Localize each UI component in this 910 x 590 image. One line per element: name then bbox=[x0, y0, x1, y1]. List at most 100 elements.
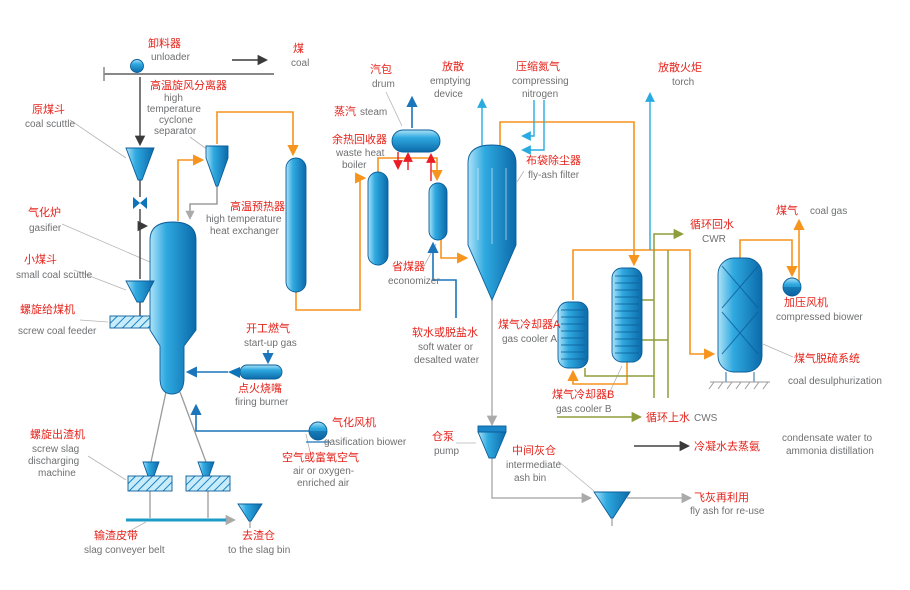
label-emptying-device-zh: 放散 bbox=[442, 59, 464, 73]
label-condensate-en-1: ammonia distillation bbox=[786, 446, 874, 457]
label-to-slag-bin-zh: 去渣仓 bbox=[242, 528, 275, 542]
label-fly-ash-filter-zh: 布袋除尘器 bbox=[526, 153, 581, 167]
labels: 卸料器 unloader 煤 coal 高温旋风分离器 high tempera… bbox=[16, 36, 882, 556]
label-air-en-1: enriched air bbox=[297, 478, 350, 489]
label-cws-en: CWS bbox=[694, 413, 718, 424]
water-air-pipes bbox=[185, 95, 457, 443]
coal-lines bbox=[103, 54, 274, 316]
cooling-water-pipes bbox=[557, 228, 685, 423]
label-unloader-en: unloader bbox=[151, 52, 191, 63]
label-torch-en: torch bbox=[672, 77, 694, 88]
firing-burner-device bbox=[228, 364, 283, 380]
label-coal-scuttle-en: coal scuttle bbox=[25, 119, 75, 130]
label-screw-slag-zh: 螺旋出渣机 bbox=[30, 427, 85, 441]
coal-valve bbox=[133, 197, 147, 209]
nitrogen-vent-pipes bbox=[477, 92, 655, 250]
ash-slag-lines bbox=[149, 300, 693, 528]
unloader-device bbox=[130, 59, 144, 73]
coal-scuttle-hopper bbox=[125, 147, 155, 181]
ht-heat-exchanger-vessel bbox=[285, 157, 307, 293]
label-waste-heat-boiler-en-0: waste heat bbox=[335, 148, 385, 159]
label-economizer-zh: 省煤器 bbox=[392, 260, 425, 273]
label-coal-zh: 煤 bbox=[293, 42, 304, 55]
label-gasifier-zh: 气化炉 bbox=[28, 205, 61, 219]
label-fly-ash-filter-en: fly-ash filter bbox=[528, 170, 580, 181]
label-small-coal-scuttle-en: small coal scuttle bbox=[16, 270, 93, 281]
label-cyclone-zh: 高温旋风分离器 bbox=[150, 78, 227, 92]
label-ht-heat-exchanger-en-0: high temperature bbox=[206, 214, 282, 225]
label-intermediate-ash-bin-zh: 中间灰仓 bbox=[512, 443, 556, 457]
label-steam-zh: 蒸汽 bbox=[334, 104, 356, 118]
label-steam-en: steam bbox=[360, 107, 387, 118]
label-cwr-zh: 循环回水 bbox=[690, 218, 734, 231]
label-coal-gas-en: coal gas bbox=[810, 206, 847, 217]
label-screw-slag-en-0: screw slag bbox=[32, 444, 79, 455]
bin-pump-vessel bbox=[477, 425, 507, 459]
label-coal-desulphurization-en: coal desulphurization bbox=[788, 376, 882, 387]
label-screw-coal-feeder-zh: 螺旋给煤机 bbox=[20, 302, 75, 316]
label-gas-cooler-b-zh: 煤气冷却器B bbox=[552, 387, 614, 401]
slag-bin-hopper bbox=[237, 503, 263, 522]
gas-cooler-a-vessel bbox=[557, 301, 589, 369]
steam-drum-vessel bbox=[391, 129, 441, 153]
label-soft-water-zh: 软水或脱盐水 bbox=[412, 325, 478, 339]
label-emptying-device-en-0: emptying bbox=[430, 76, 471, 87]
label-coal-desulphurization-zh: 煤气脱硫系统 bbox=[794, 351, 860, 365]
economizer-vessel bbox=[428, 182, 448, 241]
label-gasification-blower-en: gasification biower bbox=[324, 437, 407, 448]
label-screw-slag-en-1: discharging bbox=[28, 456, 79, 467]
label-cws-zh: 循环上水 bbox=[646, 411, 690, 424]
label-slag-conveyer-en: slag conveyer belt bbox=[84, 545, 165, 556]
label-air-en-0: air or oxygen- bbox=[293, 466, 354, 477]
label-gas-cooler-a-zh: 煤气冷却器A bbox=[498, 317, 561, 331]
label-waste-heat-boiler-en-1: boiler bbox=[342, 160, 367, 171]
label-coal-scuttle-zh: 原煤斗 bbox=[32, 103, 65, 116]
steam-circulation-pipes bbox=[393, 152, 436, 181]
label-small-coal-scuttle-zh: 小煤斗 bbox=[24, 253, 57, 266]
label-startup-gas-zh: 开工燃气 bbox=[246, 321, 290, 335]
label-unloader-zh: 卸料器 bbox=[148, 36, 181, 50]
label-cwr-en: CWR bbox=[702, 234, 726, 245]
label-drum-en: drum bbox=[372, 79, 395, 90]
label-slag-conveyer-zh: 输渣皮带 bbox=[94, 528, 138, 542]
label-intermediate-ash-bin-en-0: intermediate bbox=[506, 460, 561, 471]
label-soft-water-en-0: soft water or bbox=[418, 342, 474, 353]
label-to-slag-bin-en: to the slag bin bbox=[228, 545, 290, 556]
small-coal-scuttle-hopper bbox=[125, 280, 155, 303]
waste-heat-boiler-vessel bbox=[367, 171, 389, 266]
label-torch-zh: 放散火炬 bbox=[658, 60, 702, 74]
label-compressed-blower-en: compressed biower bbox=[776, 312, 863, 323]
label-soft-water-en-1: desalted water bbox=[414, 355, 480, 366]
label-screw-slag-en-2: machine bbox=[38, 468, 76, 479]
label-gasifier-en: gasifier bbox=[29, 223, 62, 234]
screw-slag-machines bbox=[127, 461, 231, 492]
label-pump-zh: 仓泵 bbox=[432, 429, 454, 443]
gasifier-vessel bbox=[149, 221, 197, 395]
label-cyclone-en-1: temperature bbox=[147, 104, 201, 115]
label-compressed-blower-zh: 加压风机 bbox=[784, 295, 828, 309]
label-condensate-zh: 冷凝水去蒸氨 bbox=[694, 439, 760, 453]
label-pump-en: pump bbox=[434, 446, 459, 457]
intermediate-ash-bin-hopper bbox=[593, 491, 631, 519]
label-screw-coal-feeder-en: screw coal feeder bbox=[18, 326, 97, 337]
label-emptying-device-en-1: device bbox=[434, 89, 463, 100]
label-startup-gas-en: start-up gas bbox=[244, 338, 297, 349]
label-drum-zh: 汽包 bbox=[370, 62, 392, 76]
label-fly-ash-reuse-zh: 飞灰再利用 bbox=[694, 490, 749, 504]
screw-coal-feeder-device bbox=[109, 315, 151, 329]
label-compressing-nitrogen-en-0: compressing bbox=[512, 76, 569, 87]
label-intermediate-ash-bin-en-1: ash bin bbox=[514, 473, 546, 484]
label-cyclone-en-2: cyclone bbox=[159, 115, 193, 126]
label-cyclone-en-0: high bbox=[164, 93, 183, 104]
label-gasification-blower-zh: 气化风机 bbox=[332, 415, 376, 429]
label-waste-heat-boiler-zh: 余热回收器 bbox=[332, 132, 387, 146]
label-compressing-nitrogen-zh: 压缩氮气 bbox=[516, 59, 560, 73]
label-fly-ash-reuse-en: fly ash for re-use bbox=[690, 506, 765, 517]
gasification-blower-pump bbox=[308, 421, 328, 441]
desulphurization-tower bbox=[708, 257, 770, 390]
label-pointer-lines bbox=[61, 91, 794, 534]
equipment bbox=[109, 59, 802, 522]
label-condensate-en-0: condensate water to bbox=[782, 433, 872, 444]
